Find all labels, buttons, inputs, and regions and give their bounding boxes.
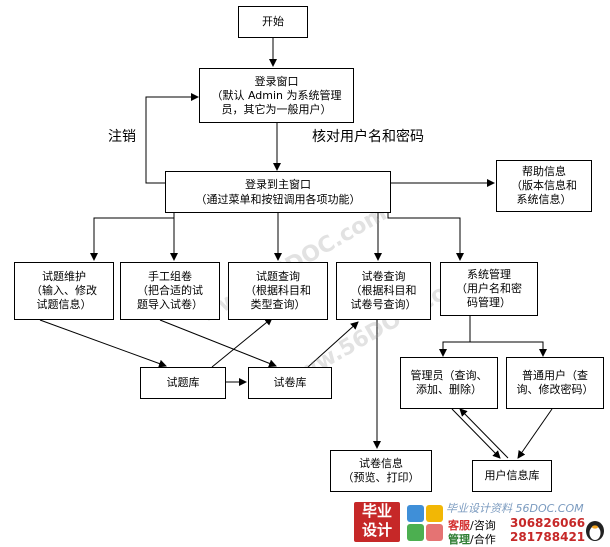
arrow-logout [145, 93, 199, 184]
arrow-userdb-admin [459, 408, 509, 459]
label-logout: 注销 [108, 129, 136, 145]
node-system-management: 系统管理 （用户名和密 码管理） [440, 262, 538, 316]
node-paper-info: 试卷信息 （预览、打印） [330, 450, 432, 492]
site-logo: 毕业 设计 [354, 502, 400, 542]
node-start: 开始 [238, 6, 308, 38]
node-question-query: 试题查询 （根据科目和 类型查询） [228, 262, 328, 320]
site-banner: 毕业 设计 毕业设计资料 56DOC.COM 客服/咨询 306826066 管… [350, 498, 610, 546]
banner-qq-service: 306826066 [510, 516, 586, 530]
arrow-main-maintain [90, 212, 175, 261]
banner-site-line: 毕业设计资料 56DOC.COM [446, 502, 584, 515]
label-verify-credentials: 核对用户名和密码 [312, 129, 424, 145]
penguin-icon [586, 521, 604, 541]
node-manual-paper-assembly: 手工组卷 （把合适的试 题导入试卷） [120, 262, 220, 320]
arrow-main-sysmgmt [387, 212, 464, 261]
node-user-database: 用户信息库 [472, 460, 552, 492]
banner-qq-manage: 281788421 [510, 530, 586, 544]
node-main-window: 登录到主窗口 （通过菜单和按钮调用各项功能） [165, 171, 391, 213]
arrow-admin-userdb [451, 408, 501, 459]
node-login-window: 登录窗口 （默认 Admin 为系统管理 员，其它为一般用户） [199, 68, 354, 123]
arrow-sys-admin [439, 316, 471, 357]
arrow-pbank-pquery [307, 321, 359, 368]
node-question-bank: 试题库 [140, 367, 226, 399]
arrow-maintain-qbank [39, 319, 167, 368]
arrow-sys-user [470, 341, 547, 357]
banner-service-line: 客服/咨询 [448, 519, 496, 532]
node-regular-user: 普通用户（查 询、修改密码） [506, 357, 604, 409]
arrow-manual-pbank [159, 319, 277, 368]
node-paper-bank: 试卷库 [248, 367, 332, 399]
node-help-info: 帮助信息 （版本信息和 系统信息） [496, 160, 592, 212]
node-administrator: 管理员（查询、 添加、删除） [400, 357, 498, 409]
node-question-maintenance: 试题维护 （输入、修改 试题信息） [14, 262, 114, 320]
banner-manage-line: 管理/合作 [448, 533, 496, 546]
puzzle-icon [407, 505, 443, 541]
arrow-user-userdb [517, 408, 553, 459]
arrow-qbank-qquery [211, 317, 273, 368]
node-paper-query: 试卷查询 （根据科目和 试卷号查询） [336, 262, 431, 320]
